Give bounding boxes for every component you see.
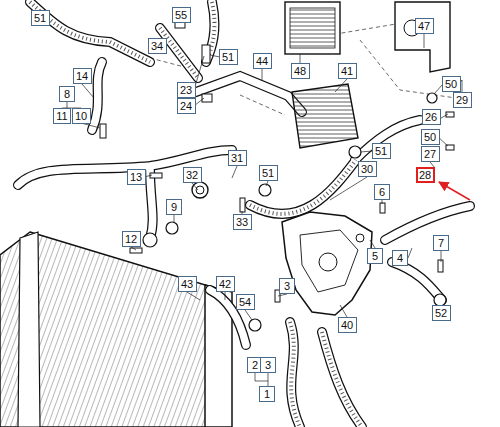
callout-number: 40 [338,317,357,333]
callout-text: 24 [180,100,192,112]
callout-number: 48 [291,63,310,79]
callout-number: 44 [253,53,272,69]
callout-text: 52 [435,307,447,319]
callout-text: 11 [56,110,67,122]
callout-number: 26 [422,109,441,125]
callout-text: 55 [175,9,187,21]
callout-text: 26 [425,111,437,123]
callout-text: 7 [438,237,444,249]
callout-number: 1 [259,386,275,402]
callout-number: 13 [127,169,146,185]
callout-text: 10 [75,110,87,122]
callout-text: 50 [424,131,436,143]
callout-text: 2 [252,359,258,371]
callout-text: 30 [361,163,373,175]
callout-number: 23 [177,82,196,98]
callout-number: 4 [392,250,408,266]
callout-text: 9 [171,201,177,213]
callout-text: 28 [419,169,431,181]
callout-text: 29 [456,94,468,106]
callout-text: 40 [341,319,353,331]
callout-number: 6 [374,184,390,200]
callout-text: 34 [151,40,163,52]
callout-number: 50 [442,76,461,92]
callout-number: 32 [183,167,202,183]
callout-text: 23 [180,84,192,96]
callout-number: 28 [416,167,435,183]
callout-number: 41 [338,63,357,79]
callout-text: 6 [379,186,385,198]
callout-number: 27 [421,146,440,162]
callout-text: 32 [186,169,198,181]
callout-text: 8 [64,88,70,100]
callout-number: 29 [453,92,472,108]
callout-number: 54 [236,294,255,310]
callout-number: 3 [260,357,276,373]
callout-text: 51 [375,145,387,157]
callout-text: 13 [130,171,142,183]
callout-text: 51 [222,51,234,63]
callout-number: 51 [219,49,238,65]
callout-text: 44 [256,55,268,67]
callout-number: 24 [177,98,196,114]
callout-number: 30 [358,161,377,177]
callout-number: 8 [59,86,75,102]
callout-text: 3 [265,359,271,371]
callout-text: 51 [34,12,46,24]
callout-number: 55 [172,7,191,23]
callout-number: 42 [216,276,235,292]
callout-text: 1 [264,388,270,400]
callout-text: 54 [239,296,251,308]
callout-number: 33 [233,214,252,230]
callout-number: 10 [72,108,91,124]
callout-text: 48 [294,65,306,77]
callout-number: 34 [148,38,167,54]
callout-text: 31 [231,152,243,164]
callout-text: 4 [397,252,403,264]
callout-text: 43 [181,278,193,290]
callout-text: 33 [236,216,248,228]
callout-text: 5 [372,250,378,262]
callout-text: 27 [424,148,436,160]
callout-number: 12 [122,231,141,247]
callout-number: 7 [433,235,449,251]
callout-text: 14 [76,70,88,82]
callout-number: 3 [279,278,295,294]
callout-text: 47 [418,20,430,32]
callout-number: 43 [178,276,197,292]
callout-number: 47 [415,18,434,34]
callout-number: 31 [228,150,247,166]
callout-text: 12 [125,233,137,245]
callout-number: 9 [166,199,182,215]
callout-text: 42 [219,278,231,290]
callout-number: 50 [421,129,440,145]
callout-number: 51 [259,165,278,181]
callout-number: 11 [53,108,71,124]
callout-text: 3 [284,280,290,292]
callout-number: 51 [372,143,391,159]
callout-text: 41 [341,65,353,77]
callout-number: 14 [73,68,92,84]
callout-number: 52 [432,305,451,321]
callout-text: 50 [445,78,457,90]
callout-number: 5 [367,248,383,264]
callout-text: 51 [262,167,274,179]
callout-number: 51 [31,10,50,26]
